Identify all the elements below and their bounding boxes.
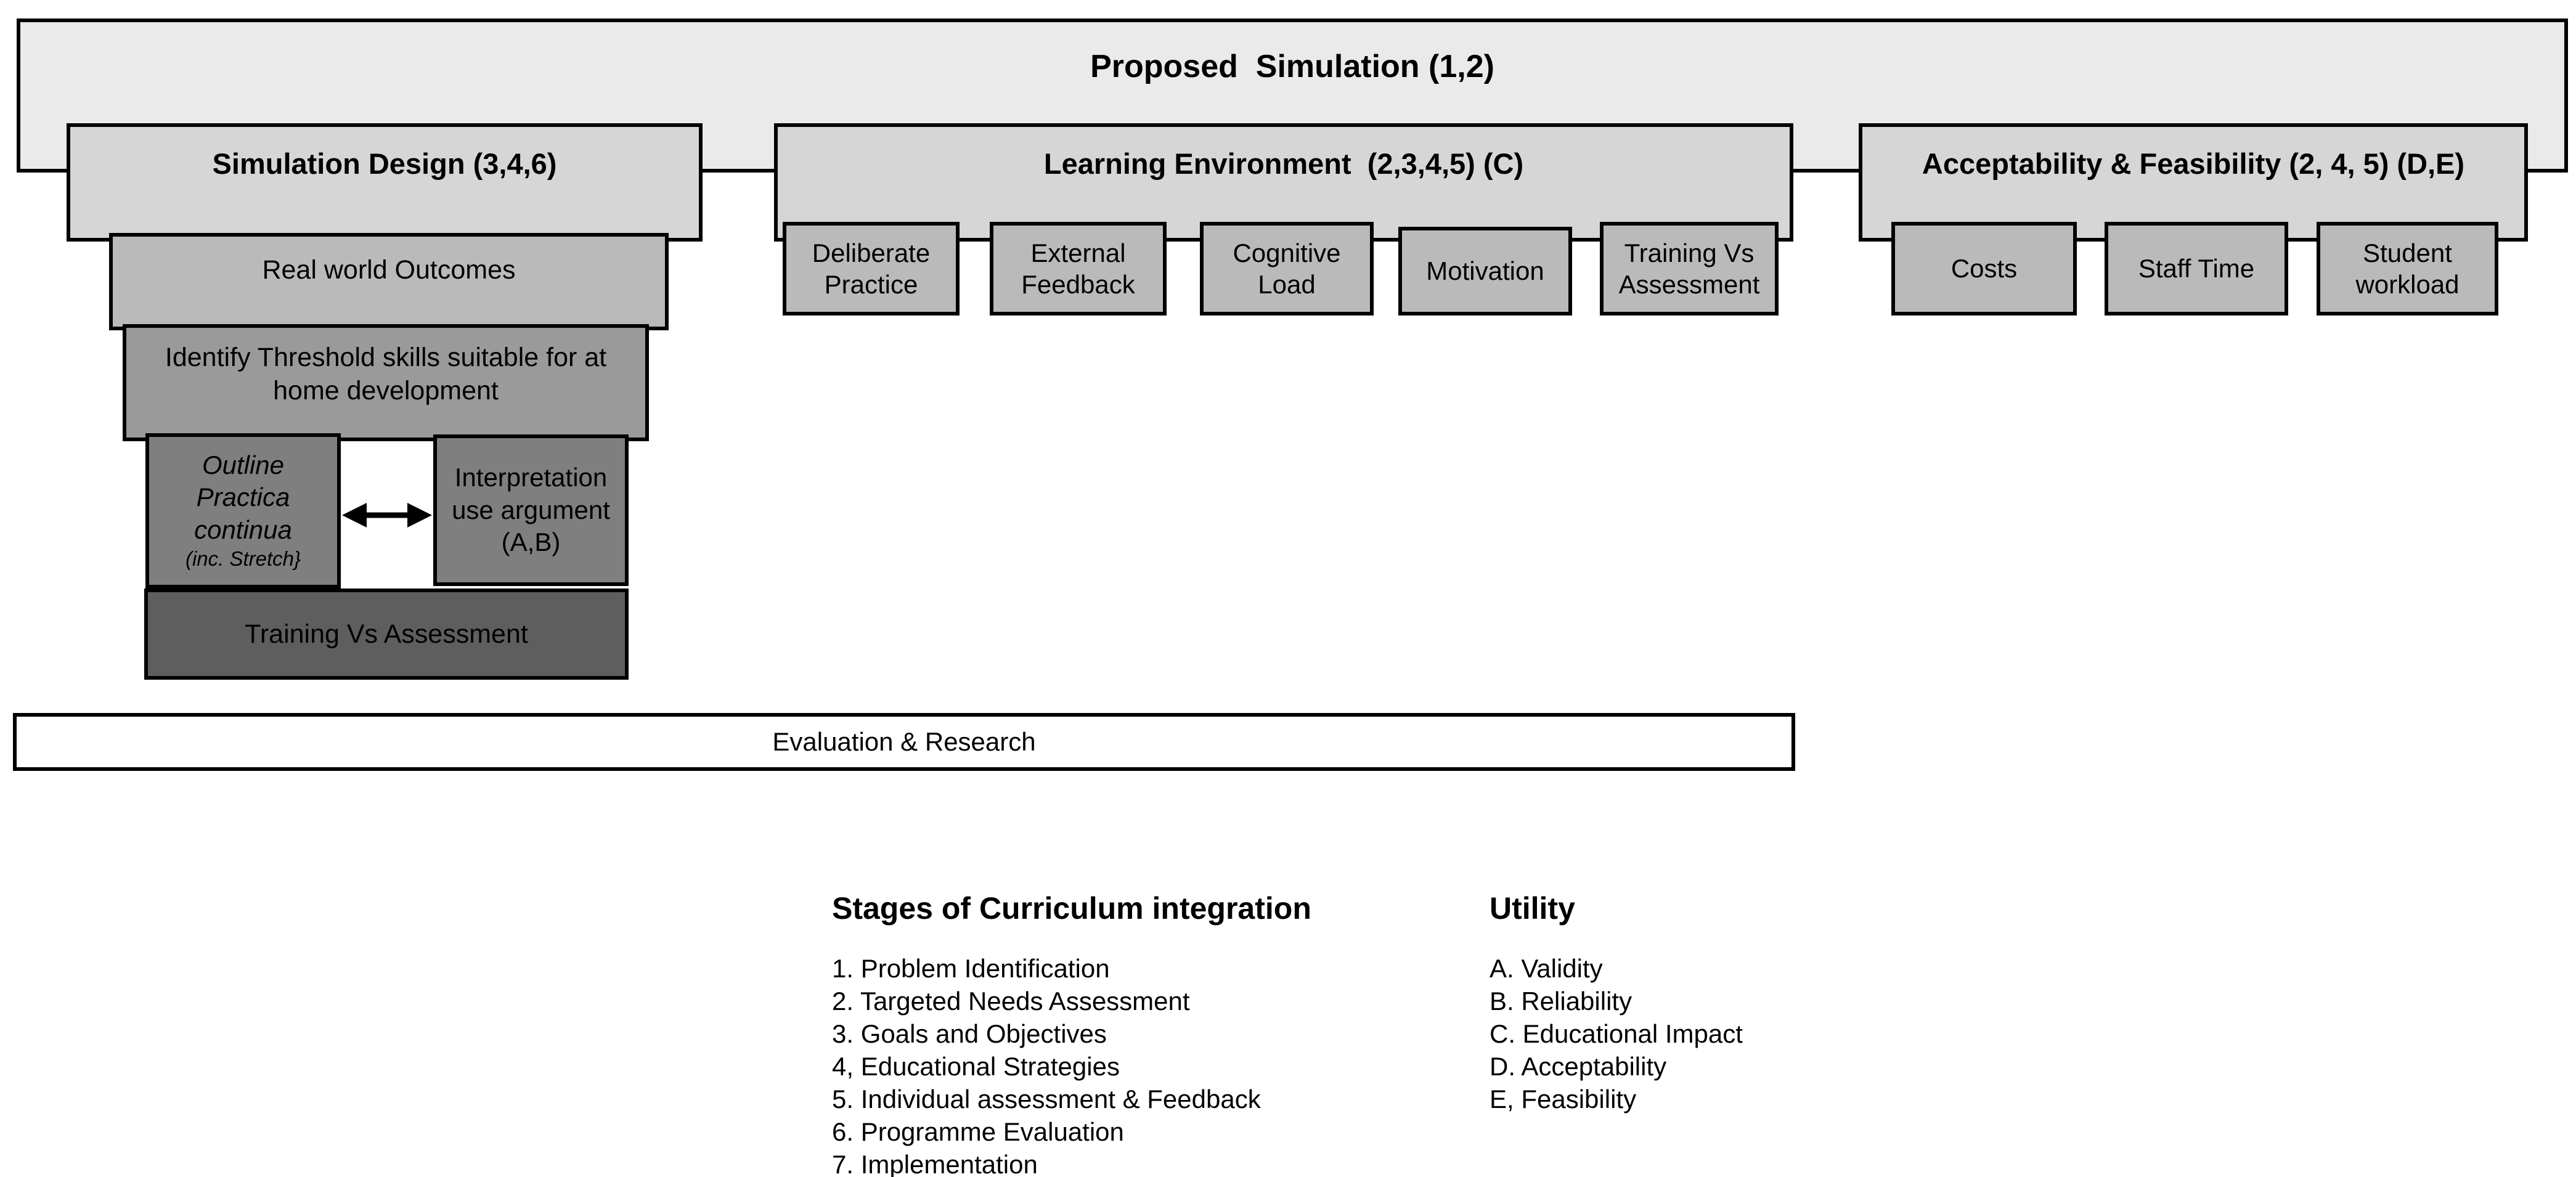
deliberate-practice-box: Deliberate Practice xyxy=(783,222,960,316)
training-vs-assessment-le-label: Training Vs Assessment xyxy=(1618,238,1760,299)
staff-time-label: Staff Time xyxy=(2138,254,2255,283)
acceptability-feasibility-title: Acceptability & Feasibility (2, 4, 5) (D… xyxy=(1922,147,2465,180)
costs-label: Costs xyxy=(1950,254,2018,283)
cognitive-load-label: Cognitive Load xyxy=(1233,238,1341,299)
utility-item: E, Feasibility xyxy=(1490,1085,1637,1114)
proposed-simulation-title: Proposed Simulation (1,2) xyxy=(1090,49,1494,84)
stages-legend: Stages of Curriculum integration 1. Prob… xyxy=(832,890,1311,1177)
learning-environment-title: Learning Environment (2,3,4,5) (C) xyxy=(1043,147,1524,180)
identify-threshold-label: Identify Threshold skills suitable for a… xyxy=(165,343,607,405)
interpretation-label: Interpretation use argument (A,B) xyxy=(452,463,610,557)
stages-item: 1. Problem Identification xyxy=(832,954,1110,983)
identify-threshold-box: Identify Threshold skills suitable for a… xyxy=(123,324,649,441)
student-workload-label: Student workload xyxy=(2355,238,2460,299)
motivation-box: Motivation xyxy=(1398,227,1572,316)
stages-item: 6. Programme Evaluation xyxy=(832,1117,1124,1146)
double-arrow-icon xyxy=(341,497,433,534)
deliberate-practice-label: Deliberate Practice xyxy=(812,238,931,299)
stages-item: 5. Individual assessment & Feedback xyxy=(832,1085,1261,1114)
utility-item: C. Educational Impact xyxy=(1490,1019,1743,1048)
student-workload-box: Student workload xyxy=(2317,222,2498,316)
costs-box: Costs xyxy=(1891,222,2077,316)
staff-time-box: Staff Time xyxy=(2105,222,2288,316)
outline-practica-box: Outline Practica continua (inc. Stretch} xyxy=(145,433,341,588)
utility-legend-title: Utility xyxy=(1490,891,1575,926)
external-feedback-label: External Feedback xyxy=(1021,238,1135,299)
training-vs-assessment-le-box: Training Vs Assessment xyxy=(1600,222,1779,316)
stages-item: 4, Educational Strategies xyxy=(832,1052,1120,1081)
stages-item: 7. Implementation xyxy=(832,1150,1038,1177)
utility-item: D. Acceptability xyxy=(1490,1052,1667,1081)
simulation-design-box: Simulation Design (3,4,6) xyxy=(67,123,703,242)
simulation-design-title: Simulation Design (3,4,6) xyxy=(212,147,557,180)
utility-legend: Utility A. Validity B. Reliability C. Ed… xyxy=(1490,890,1743,1115)
cognitive-load-box: Cognitive Load xyxy=(1200,222,1374,316)
stages-legend-title: Stages of Curriculum integration xyxy=(832,891,1311,926)
utility-item: B. Reliability xyxy=(1490,987,1632,1016)
real-world-outcomes-box: Real world Outcomes xyxy=(109,233,669,330)
evaluation-research-box: Evaluation & Research xyxy=(13,713,1795,771)
motivation-label: Motivation xyxy=(1426,256,1544,286)
evaluation-research-label: Evaluation & Research xyxy=(772,727,1036,756)
utility-item: A. Validity xyxy=(1490,954,1603,983)
training-vs-assessment-design-box: Training Vs Assessment xyxy=(144,588,629,680)
training-vs-assessment-design-label: Training Vs Assessment xyxy=(245,619,528,649)
interpretation-box: Interpretation use argument (A,B) xyxy=(433,434,629,586)
stages-item: 2. Targeted Needs Assessment xyxy=(832,987,1190,1016)
outline-practica-label: Outline Practica continua xyxy=(194,450,292,544)
outline-practica-note: (inc. Stretch} xyxy=(185,547,301,571)
real-world-outcomes-label: Real world Outcomes xyxy=(262,255,516,285)
external-feedback-box: External Feedback xyxy=(990,222,1167,316)
stages-item: 3. Goals and Objectives xyxy=(832,1019,1107,1048)
